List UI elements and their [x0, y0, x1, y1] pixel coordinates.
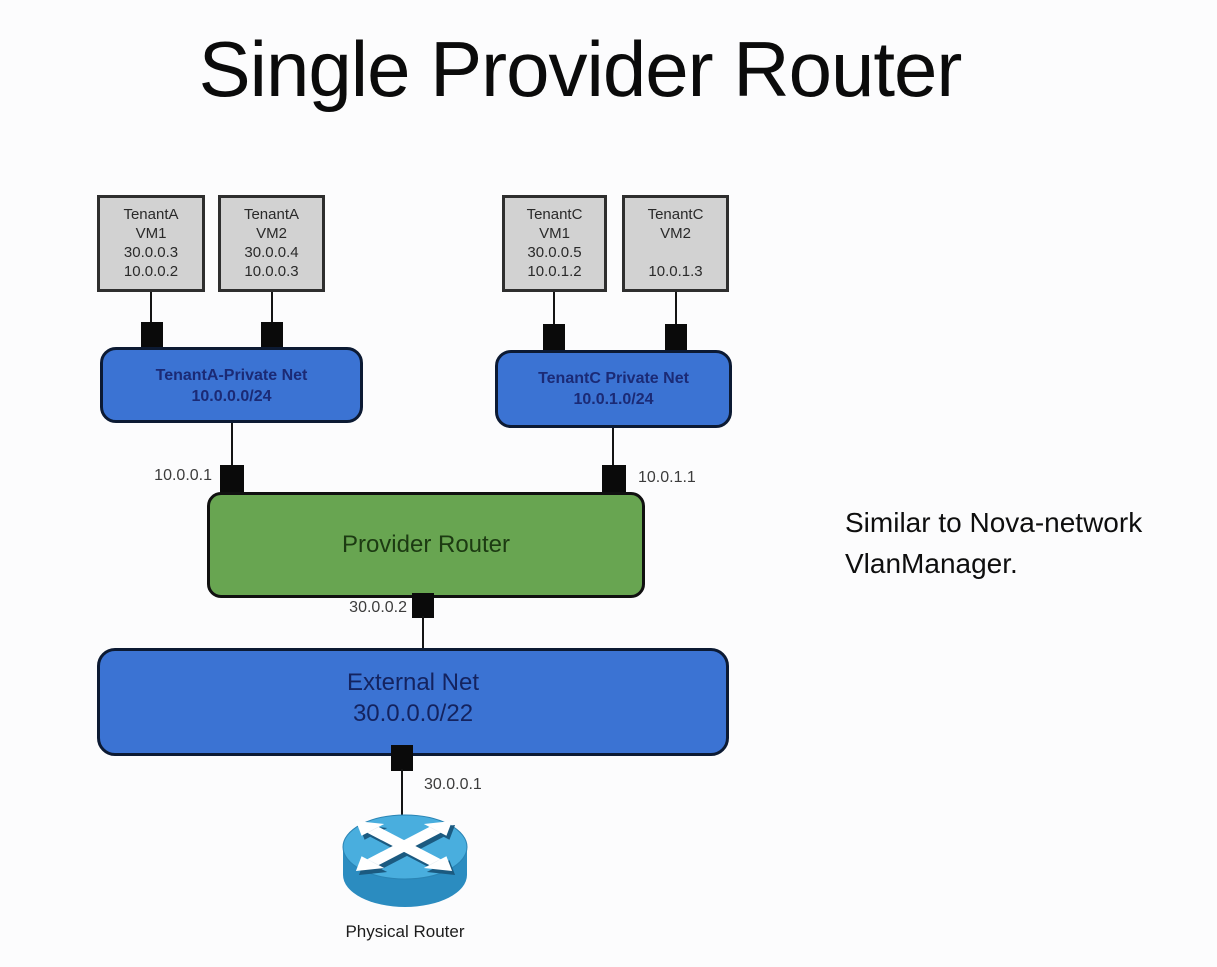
link-router-to-external-net	[422, 616, 424, 650]
vm-name: VM1	[135, 225, 167, 242]
provider-router-box: Provider Router	[207, 492, 645, 598]
vm-ip-external: 30.0.0.4	[244, 244, 299, 261]
vm-tenant: TenantA	[243, 206, 300, 223]
network-cidr: 10.0.1.0/24	[573, 391, 654, 408]
physical-router-icon	[342, 814, 468, 907]
vm-tenant: TenantA	[123, 206, 179, 223]
vm-ip-private: 10.0.1.2	[527, 263, 582, 280]
link-vm-a1-to-net	[150, 292, 152, 330]
note-line-2: VlanManager.	[845, 548, 1018, 579]
link-external-net-to-physical-router	[401, 769, 403, 821]
port-router-external	[412, 593, 434, 618]
ip-label-right-gateway: 10.0.1.1	[638, 469, 696, 486]
link-net-c-to-router	[612, 428, 614, 467]
vm-box-tenant-a-vm1: TenantA VM1 30.0.0.3 10.0.0.2	[97, 195, 205, 292]
vm-box-tenant-a-vm2: TenantA VM2 30.0.0.4 10.0.0.3	[218, 195, 325, 292]
provider-router-label: Provider Router	[341, 531, 511, 558]
link-vm-c2-to-net	[675, 292, 677, 332]
vm-name: VM2	[660, 225, 691, 242]
port-net-c-vm2	[665, 324, 687, 352]
note-line-1: Similar to Nova-network	[845, 507, 1143, 538]
vm-ip-external: 30.0.0.5	[527, 244, 582, 261]
port-external-net	[391, 745, 413, 771]
port-net-a-vm2	[261, 322, 283, 350]
ip-label-left-gateway: 10.0.0.1	[154, 467, 212, 484]
router-arrows	[355, 820, 453, 872]
vm-tenant: TenantC	[647, 206, 704, 223]
network-label: TenantC Private Net	[538, 370, 689, 387]
port-net-c-vm1	[543, 324, 565, 352]
vm-ip-private: 10.0.0.2	[123, 263, 179, 280]
vm-ip-external: 30.0.0.3	[123, 244, 179, 261]
port-router-left	[220, 465, 244, 493]
vm-ip-private: 10.0.1.3	[648, 263, 703, 280]
network-tenant-c-private: TenantC Private Net 10.0.1.0/24	[495, 350, 732, 428]
slide-note: Similar to Nova-network VlanManager.	[845, 502, 1205, 584]
link-vm-a2-to-net	[271, 292, 273, 330]
network-cidr: 10.0.0.0/24	[191, 388, 272, 405]
network-cidr: 30.0.0.0/22	[352, 700, 474, 727]
network-external: External Net 30.0.0.0/22	[97, 648, 729, 756]
link-vm-c1-to-net	[553, 292, 555, 332]
vm-name: VM1	[539, 225, 570, 242]
ip-label-physical-gateway: 30.0.0.1	[424, 776, 482, 793]
link-net-a-to-router	[231, 423, 233, 467]
slide-title: Single Provider Router	[198, 25, 963, 113]
vm-ip-external	[625, 243, 726, 262]
ip-label-router-external: 30.0.0.2	[349, 599, 407, 616]
network-label: TenantA-Private Net	[155, 367, 308, 384]
vm-ip-private: 10.0.0.3	[244, 263, 299, 280]
physical-router-label: Physical Router	[345, 922, 465, 941]
vm-box-tenant-c-vm2: TenantC VM2 10.0.1.3	[622, 195, 729, 292]
network-label: External Net	[346, 669, 480, 696]
port-router-right	[602, 465, 626, 493]
vm-box-tenant-c-vm1: TenantC VM1 30.0.0.5 10.0.1.2	[502, 195, 607, 292]
vm-tenant: TenantC	[526, 206, 583, 223]
vm-name: VM2	[256, 225, 287, 242]
network-tenant-a-private: TenantA-Private Net 10.0.0.0/24	[100, 347, 363, 423]
port-net-a-vm1	[141, 322, 163, 350]
